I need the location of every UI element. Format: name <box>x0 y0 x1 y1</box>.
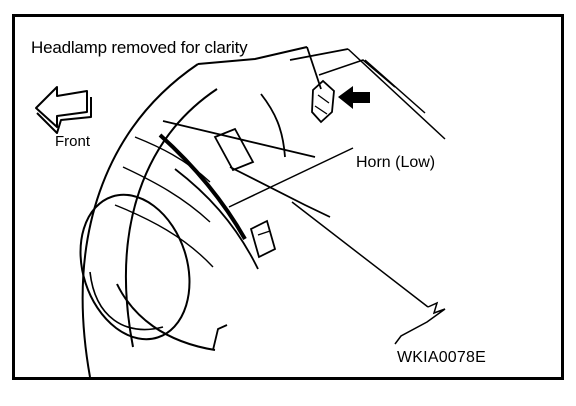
fastener-clip-detail <box>314 94 330 115</box>
headlamp-area-illustration <box>35 46 446 377</box>
bumper-bottom-edge <box>116 283 216 351</box>
radiator-support-line <box>347 48 446 140</box>
pointer-arrow-icon <box>338 86 370 109</box>
figure-caption: Headlamp removed for clarity <box>31 38 248 57</box>
horn-mount <box>249 219 277 259</box>
horn-low-label: Horn (Low) <box>356 154 436 171</box>
figure-code: WKIA0078E <box>397 349 486 366</box>
lower-panel-line <box>212 324 228 351</box>
ring-line-3 <box>114 204 214 268</box>
beam-front-line <box>158 133 247 240</box>
ring-line-2 <box>122 166 211 223</box>
break-line <box>394 301 446 345</box>
front-label: Front <box>55 133 91 150</box>
horn-bracket <box>213 127 255 172</box>
lamp-inner-edge <box>89 271 164 331</box>
front-direction-arrow-icon <box>35 86 88 128</box>
horn-mount-detail <box>257 230 271 236</box>
fender-top-line <box>197 46 308 65</box>
front-arrow-shadow <box>36 97 92 134</box>
ring-line-1 <box>134 136 211 183</box>
bumper-outer-edge <box>81 63 199 377</box>
diagram-frame: Headlamp removed for clarity Front Horn … <box>12 14 564 380</box>
horn-leader-line <box>228 147 354 208</box>
beam-top-line <box>162 120 316 158</box>
beam-lower-line <box>174 168 259 270</box>
bumper-inner-edge <box>125 88 218 348</box>
lower-support-line <box>291 201 429 308</box>
beam-edge <box>229 166 331 218</box>
fastener-diagonal <box>364 59 426 114</box>
lamp-opening <box>79 193 191 341</box>
fender-line <box>289 48 349 61</box>
fender-slope-line <box>306 46 322 90</box>
fastener-clip <box>311 79 335 124</box>
